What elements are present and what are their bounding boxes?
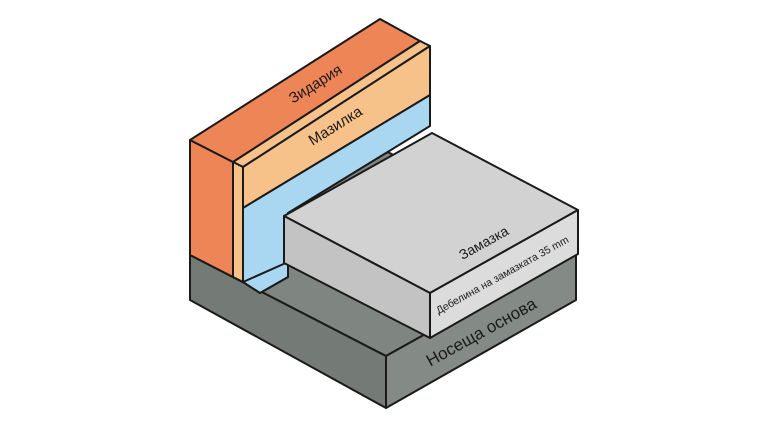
- insulation-floor-strip: [242, 261, 289, 294]
- brick-front-face: [189, 139, 234, 278]
- screed-right-face: [429, 209, 579, 339]
- plaster-front-face: [232, 161, 244, 283]
